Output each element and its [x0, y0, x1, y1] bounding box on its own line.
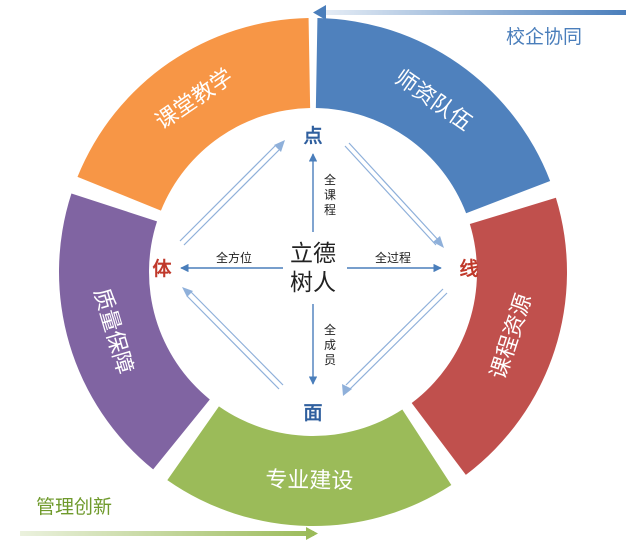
- edge-label-left: 全方位: [216, 250, 252, 265]
- diag-arrow-top-left: [179, 140, 285, 246]
- edge-label-up: 全课程: [324, 172, 336, 217]
- center-text-line2: 树人: [290, 270, 336, 296]
- edge-label-down: 全成员: [324, 322, 336, 367]
- center-text-line1: 立德: [290, 241, 336, 267]
- ring-segment-label-bottom: 专业建设: [265, 468, 353, 495]
- diag-arrow-bottom-right: [342, 288, 448, 396]
- node-top: 点: [303, 125, 322, 147]
- node-bottom: 面: [303, 402, 322, 424]
- ring-segment-left: [58, 193, 210, 470]
- diagonal-arrows: [179, 140, 448, 396]
- node-right: 线: [459, 257, 478, 280]
- banner-label-school-enterprise: 校企协同: [506, 26, 583, 48]
- edge-label-right: 全过程: [375, 250, 411, 265]
- node-left: 体: [152, 257, 172, 280]
- bottom-left-banner-arrow: [20, 527, 318, 540]
- banner-label-management-innovation: 管理创新: [36, 496, 113, 518]
- ring-segment-right: [411, 197, 567, 475]
- diag-arrow-top-right: [344, 142, 444, 248]
- top-right-banner-arrow: [313, 5, 626, 20]
- ring-segment-top-left: [77, 18, 311, 211]
- ring-segments: [58, 18, 567, 526]
- diag-arrow-bottom-left: [182, 287, 284, 390]
- center-arrows: [180, 153, 442, 385]
- ring-segment-bottom: [167, 406, 452, 526]
- ring-segment-top-right: [315, 18, 551, 214]
